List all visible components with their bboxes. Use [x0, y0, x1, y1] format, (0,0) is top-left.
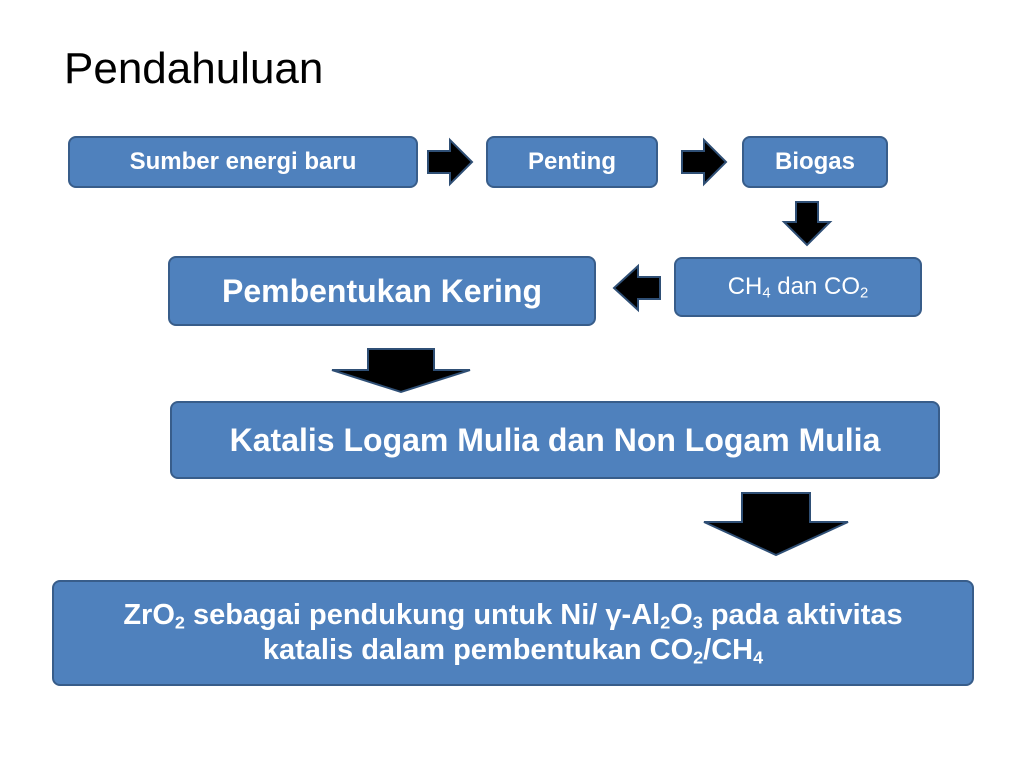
final-zro-text: ZrO: [123, 599, 175, 632]
node-ch4-co2-label: CH4 dan CO2: [728, 273, 869, 301]
final-line-2: katalis dalam pembentukan CO2/CH4: [123, 633, 902, 668]
ch4-subscript: 4: [762, 285, 771, 302]
final-al-subscript: 2: [660, 612, 671, 633]
final-ch-text: /CH: [703, 634, 754, 666]
arrow-down-icon: [703, 492, 849, 557]
slide-title: Pendahuluan: [64, 44, 324, 93]
node-biogas-label: Biogas: [774, 148, 855, 175]
final-ch4-subscript: 4: [753, 647, 764, 668]
final-statement-text: ZrO2 sebagai pendukung untuk Ni/ γ-Al2O3…: [123, 598, 902, 668]
ch4-text: CH: [727, 273, 763, 300]
final-o-text: O: [670, 599, 693, 632]
final-activity-text: pada aktivitas: [702, 599, 903, 632]
node-pembentukan-label: Pembentukan Kering: [221, 272, 543, 309]
node-katalis: Katalis Logam Mulia dan Non Logam Mulia: [170, 401, 940, 479]
final-co2-subscript: 2: [693, 647, 704, 668]
node-sumber-energi-baru: Sumber energi baru: [68, 136, 418, 188]
node-penting-label: Penting: [528, 148, 616, 175]
node-katalis-label: Katalis Logam Mulia dan Non Logam Mulia: [229, 421, 881, 458]
node-biogas: Biogas: [742, 136, 888, 188]
arrow-left-icon: [612, 263, 661, 313]
co2-subscript: 2: [860, 285, 869, 302]
node-penting: Penting: [486, 136, 658, 188]
arrow-right-icon: [681, 137, 728, 187]
node-sumber-label: Sumber energi baru: [129, 148, 357, 175]
arrow-right-icon: [427, 137, 474, 187]
arrow-down-icon: [331, 348, 471, 394]
final-support-text: sebagai pendukung untuk Ni/ γ-Al: [184, 599, 661, 632]
final-zro-subscript: 2: [174, 612, 185, 633]
final-formation-text: katalis dalam pembentukan CO: [262, 634, 694, 666]
final-line-1: ZrO2 sebagai pendukung untuk Ni/ γ-Al2O3…: [123, 598, 902, 633]
arrow-down-icon: [781, 201, 833, 247]
co2-text: dan CO: [770, 273, 861, 300]
final-o-subscript: 3: [692, 612, 703, 633]
node-pembentukan-kering: Pembentukan Kering: [168, 256, 596, 326]
node-final-statement: ZrO2 sebagai pendukung untuk Ni/ γ-Al2O3…: [52, 580, 974, 686]
node-ch4-co2: CH4 dan CO2: [674, 257, 922, 317]
